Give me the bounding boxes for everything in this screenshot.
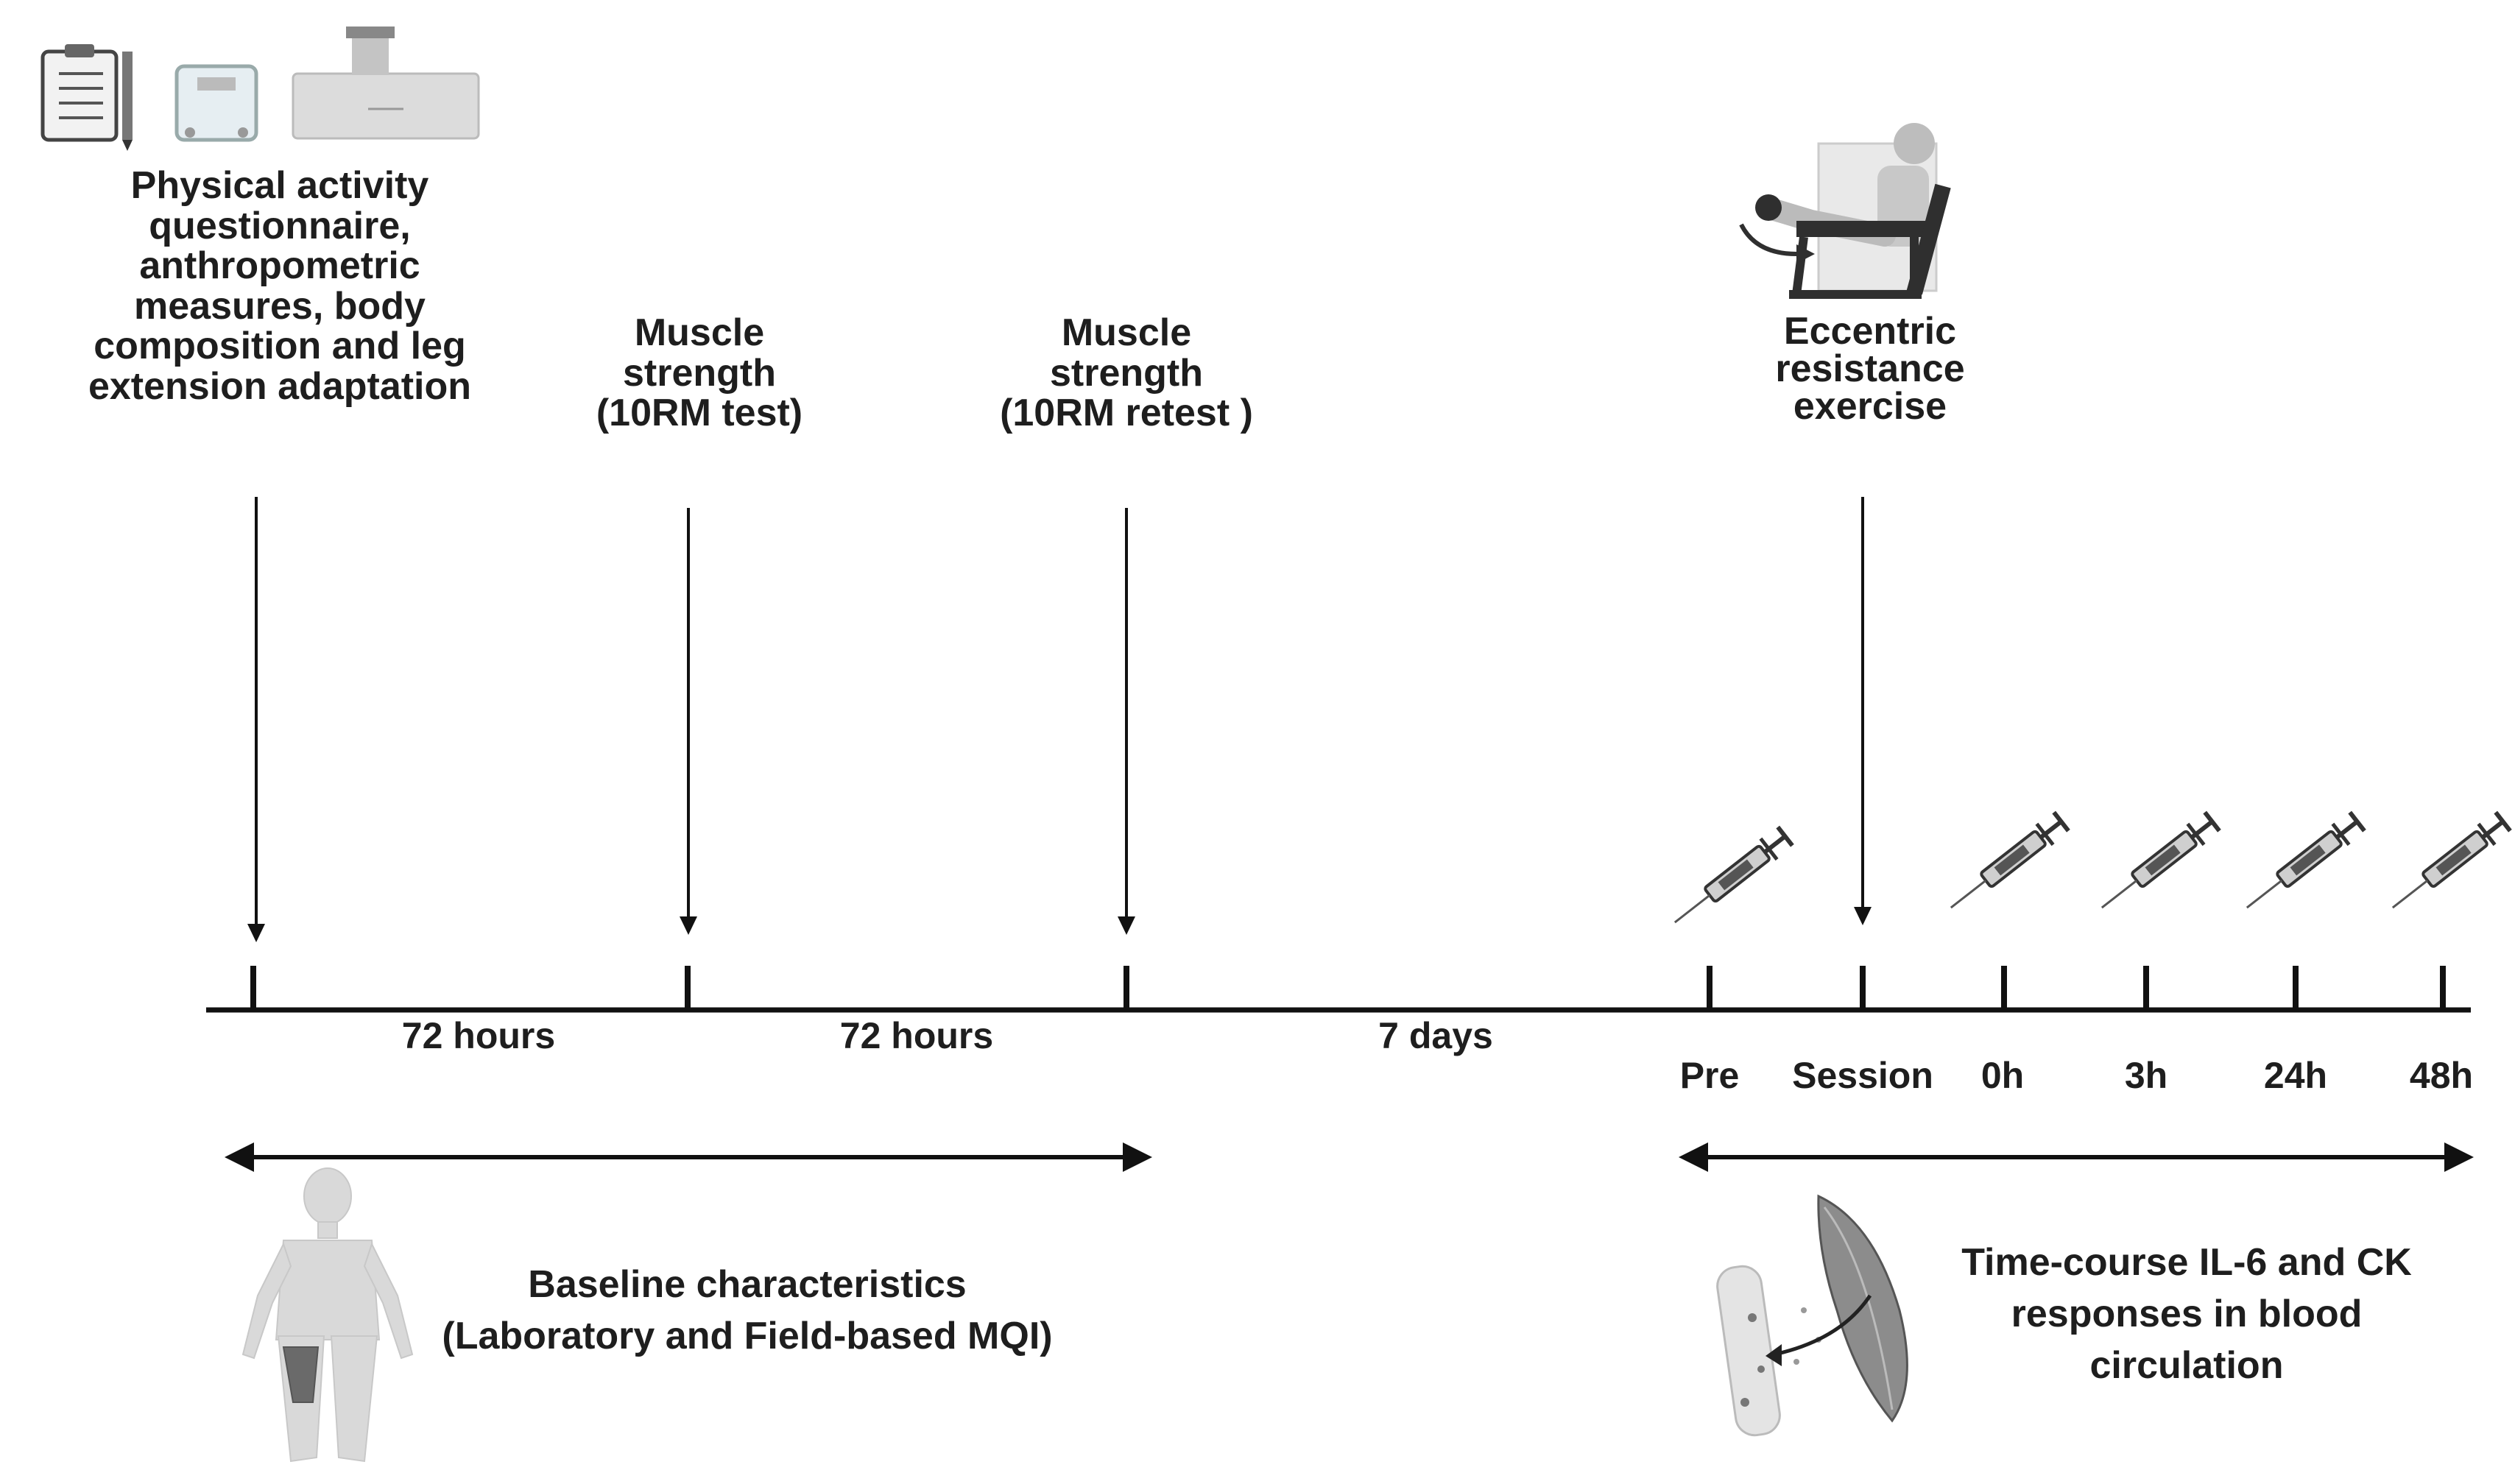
baseline-tests-label: Physical activity questionnaire, anthrop… (44, 166, 515, 407)
syringe-icon (2239, 811, 2366, 918)
arrow-10rm-test (680, 508, 697, 935)
arrow-eccentric-exercise (1854, 497, 1872, 925)
baseline-tests-line-4: measures, body (134, 284, 426, 328)
bioimpedance-device-icon (292, 26, 480, 140)
arrow-baseline-tests (247, 497, 265, 942)
timepoint-0h: 0h (1980, 1055, 2025, 1096)
timepoint-session: Session (1792, 1055, 1933, 1096)
10rm-retest-line-1: Muscle (1061, 311, 1192, 354)
arrow-10rm-retest (1118, 508, 1135, 935)
timeline-axis (206, 966, 2471, 1013)
interval-3-label: 7 days (1378, 1015, 1493, 1056)
baseline-phase-arrow (225, 1142, 1152, 1172)
baseline-tests-line-5: composition and leg (94, 325, 466, 368)
10rm-test-line-2: strength (623, 351, 776, 395)
10rm-test-label: Muscle strength (10RM test) (530, 313, 869, 434)
leg-extension-machine-icon (1739, 123, 1951, 299)
blood-vessel-muscle-icon (1716, 1194, 1908, 1437)
10rm-test-line-1: Muscle (634, 311, 765, 354)
human-body-icon (241, 1167, 414, 1463)
responses-phase-line-1: Time-course IL-6 and CK (1961, 1241, 2412, 1284)
responses-phase-label: Time-course IL-6 and CK responses in blo… (1929, 1237, 2444, 1392)
baseline-tests-line-3: anthropometric (139, 244, 420, 288)
eccentric-line-1: Eccentric (1783, 310, 1957, 353)
10rm-retest-label: Muscle strength (10RM retest ) (950, 313, 1303, 434)
baseline-phase-label: Baseline characteristics (Laboratory and… (398, 1259, 1097, 1362)
scale-icon (174, 64, 258, 142)
syringe-icon (1943, 811, 2070, 918)
10rm-retest-line-3: (10RM retest ) (1000, 392, 1253, 435)
10rm-test-line-3: (10RM test) (596, 392, 803, 435)
syringe-icon (1667, 826, 1793, 933)
baseline-tests-line-6: extension adaptation (88, 364, 472, 408)
clipboard-icon (40, 44, 133, 151)
timepoint-3h: 3h (2124, 1055, 2168, 1096)
responses-phase-line-3: circulation (2089, 1344, 2284, 1388)
timepoint-48h: 48h (2409, 1055, 2474, 1096)
10rm-retest-line-2: strength (1050, 351, 1203, 395)
baseline-phase-line-1: Baseline characteristics (528, 1263, 967, 1306)
syringe-icon (2094, 811, 2221, 918)
response-phase-arrow (1679, 1142, 2474, 1172)
baseline-tests-line-1: Physical activity (130, 164, 429, 207)
eccentric-exercise-label: Eccentric resistance exercise (1723, 310, 2017, 428)
responses-phase-line-2: responses in blood (2011, 1293, 2363, 1336)
baseline-tests-line-2: questionnaire, (149, 204, 411, 247)
syringe-icon (2385, 811, 2511, 918)
interval-2-label: 72 hours (839, 1015, 994, 1056)
eccentric-line-3: exercise (1793, 384, 1947, 428)
interval-1-label: 72 hours (401, 1015, 556, 1056)
eccentric-line-2: resistance (1775, 347, 1965, 390)
baseline-phase-line-2: (Laboratory and Field-based MQI) (442, 1315, 1053, 1358)
timepoint-pre: Pre (1679, 1055, 1740, 1096)
timepoint-24h: 24h (2263, 1055, 2328, 1096)
